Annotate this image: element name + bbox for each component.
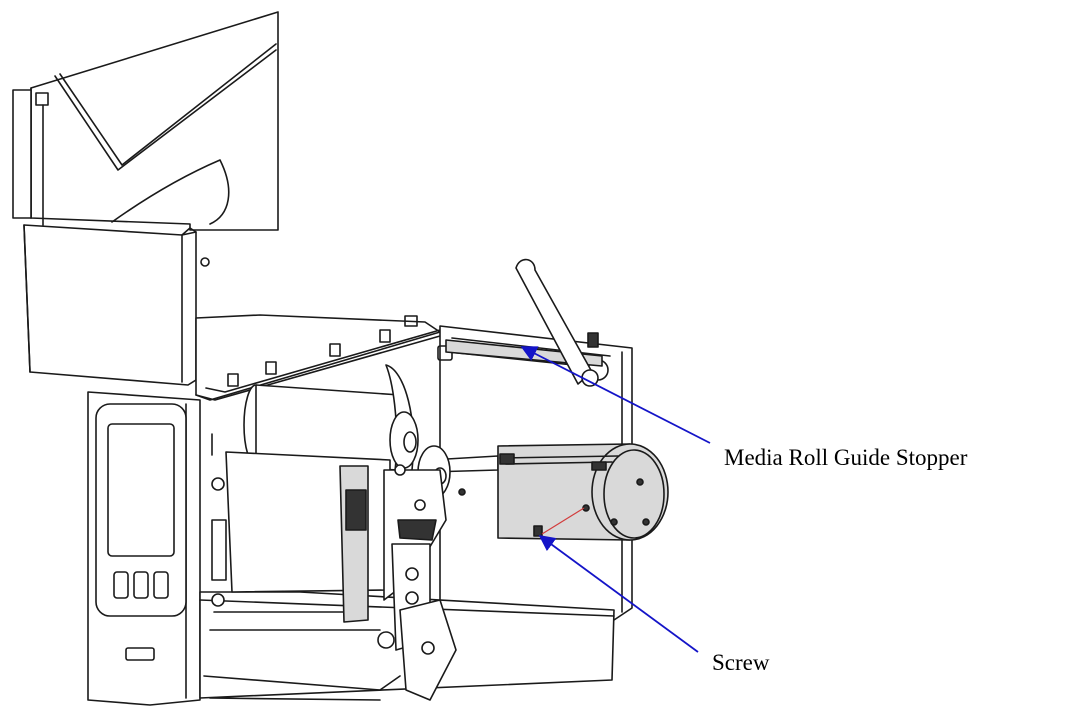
screw-marker bbox=[541, 507, 585, 535]
open-top-cover bbox=[12, 11, 279, 267]
ribbon-shaft bbox=[211, 364, 419, 473]
screw-arrow bbox=[538, 535, 699, 653]
print-mechanism bbox=[211, 451, 457, 701]
stopper-arrow bbox=[520, 346, 711, 444]
media-roll-guide-stopper-label: Media Roll Guide Stopper bbox=[724, 445, 968, 470]
printer-body bbox=[87, 391, 201, 706]
media-roll-guide bbox=[497, 443, 669, 541]
callout-arrows bbox=[520, 346, 711, 653]
front-lid-panel bbox=[23, 224, 197, 386]
media-lever bbox=[515, 258, 599, 387]
screw-label: Screw bbox=[712, 650, 770, 675]
